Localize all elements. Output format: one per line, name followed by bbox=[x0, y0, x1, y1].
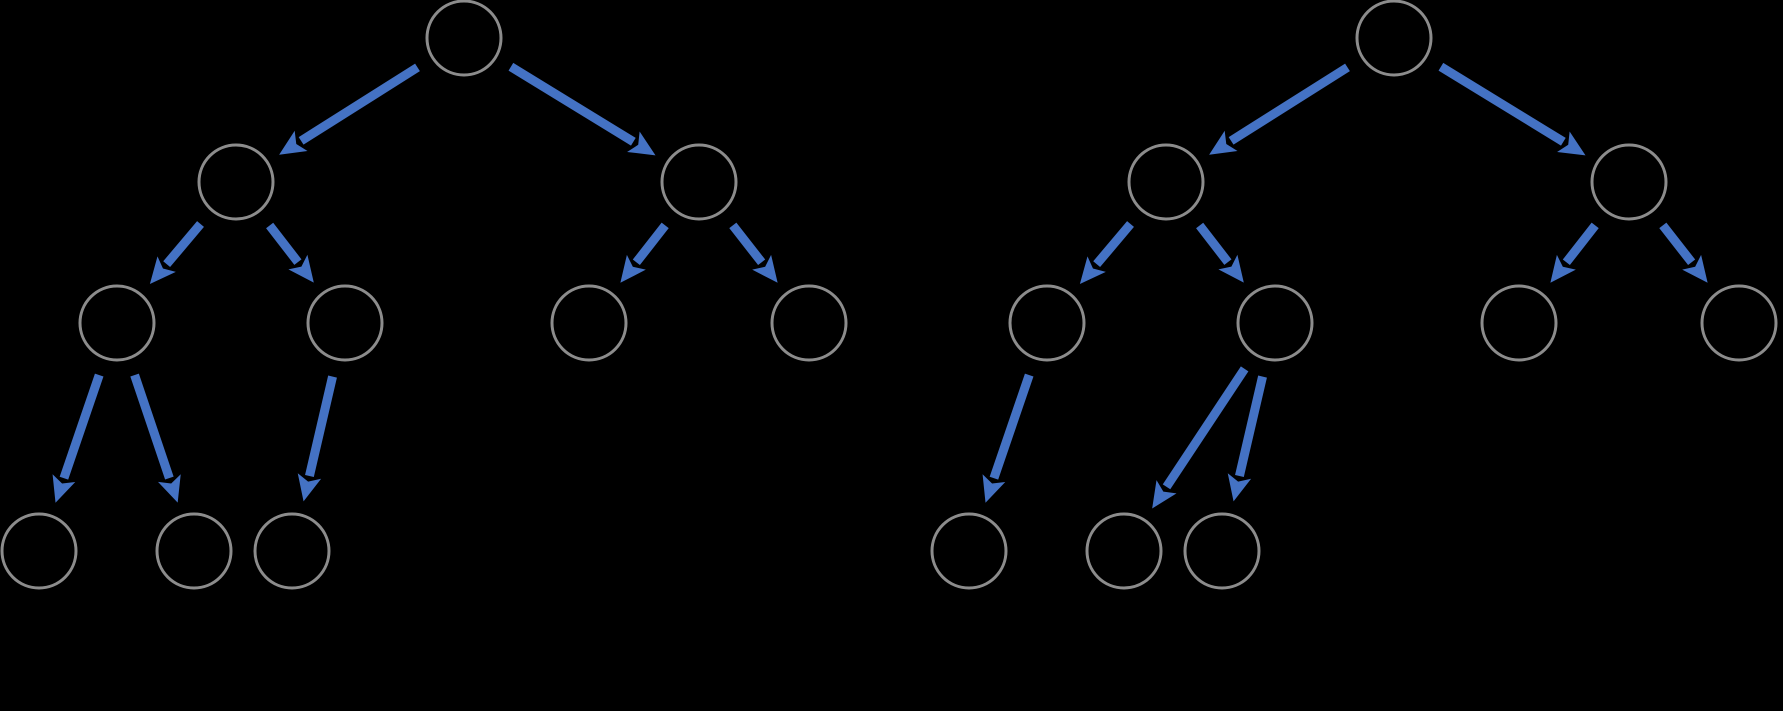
edge-shaft bbox=[130, 373, 174, 480]
tree-edge bbox=[266, 222, 314, 283]
tree-edge bbox=[1227, 375, 1267, 502]
edge-arrowhead bbox=[620, 254, 646, 283]
edge-arrowhead bbox=[627, 131, 656, 156]
tree-node[interactable] bbox=[155, 512, 233, 590]
edge-arrowhead bbox=[1557, 131, 1586, 156]
edge-shaft bbox=[1438, 62, 1566, 146]
tree-edge bbox=[1152, 366, 1249, 509]
tree-node[interactable] bbox=[0, 512, 78, 590]
edge-shaft bbox=[989, 373, 1034, 480]
edge-shaft bbox=[1659, 222, 1696, 266]
edge-shaft bbox=[1162, 366, 1249, 490]
edge-shaft bbox=[729, 222, 766, 266]
tree-node[interactable] bbox=[1590, 143, 1668, 221]
tree-edge bbox=[1196, 222, 1244, 283]
tree-node[interactable] bbox=[1700, 284, 1778, 362]
edge-arrowhead bbox=[1209, 130, 1238, 155]
edge-arrowhead bbox=[288, 254, 314, 283]
left-tree-nodes bbox=[0, 0, 848, 590]
tree-node[interactable] bbox=[425, 0, 503, 77]
edge-shaft bbox=[1228, 63, 1350, 145]
tree-node[interactable] bbox=[1008, 284, 1086, 362]
edge-arrowhead bbox=[297, 473, 322, 502]
tree-edge bbox=[1659, 222, 1708, 283]
tree-edge bbox=[297, 375, 337, 502]
tree-edge bbox=[1438, 62, 1586, 156]
tree-node[interactable] bbox=[930, 512, 1008, 590]
tree-node[interactable] bbox=[78, 284, 156, 362]
tree-node[interactable] bbox=[1127, 143, 1205, 221]
edge-arrowhead bbox=[1682, 254, 1708, 283]
edge-arrowhead bbox=[1227, 473, 1252, 502]
edge-shaft bbox=[1235, 375, 1267, 478]
edge-shaft bbox=[1196, 222, 1232, 265]
tree-edge bbox=[729, 222, 778, 283]
edge-arrowhead bbox=[982, 474, 1006, 503]
edge-arrowhead bbox=[1152, 480, 1177, 509]
edge-arrowhead bbox=[1079, 256, 1106, 285]
edge-shaft bbox=[1093, 221, 1134, 268]
tree-edge bbox=[279, 63, 420, 155]
edge-shaft bbox=[298, 63, 420, 145]
left-tree bbox=[0, 0, 848, 590]
tree-node[interactable] bbox=[253, 512, 331, 590]
edge-shaft bbox=[163, 221, 204, 268]
edge-shaft bbox=[632, 222, 669, 266]
tree-node[interactable] bbox=[306, 284, 384, 362]
edge-arrowhead bbox=[752, 254, 778, 283]
edge-shaft bbox=[1562, 222, 1599, 266]
edge-arrowhead bbox=[52, 474, 76, 503]
tree-node[interactable] bbox=[770, 284, 848, 362]
edge-shaft bbox=[266, 222, 302, 265]
tree-node[interactable] bbox=[1355, 0, 1433, 77]
tree-edge bbox=[1550, 222, 1599, 283]
left-tree-edges bbox=[52, 62, 778, 503]
tree-node[interactable] bbox=[1085, 512, 1163, 590]
tree-edge bbox=[620, 222, 669, 283]
edge-shaft bbox=[59, 373, 104, 480]
tree-edge bbox=[508, 62, 656, 156]
tree-node[interactable] bbox=[197, 143, 275, 221]
right-tree-edges bbox=[982, 62, 1708, 509]
edge-shaft bbox=[305, 375, 337, 478]
tree-node[interactable] bbox=[1183, 512, 1261, 590]
tree-node[interactable] bbox=[1236, 284, 1314, 362]
right-tree-nodes bbox=[930, 0, 1778, 590]
edge-arrowhead bbox=[1550, 254, 1576, 283]
tree-node[interactable] bbox=[550, 284, 628, 362]
tree-edge bbox=[1209, 63, 1350, 155]
tree-edge bbox=[149, 221, 204, 285]
edge-arrowhead bbox=[149, 256, 176, 285]
edge-shaft bbox=[508, 62, 636, 146]
tree-edge bbox=[52, 373, 104, 503]
tree-edge bbox=[130, 373, 181, 503]
tree-node[interactable] bbox=[660, 143, 738, 221]
edge-arrowhead bbox=[157, 474, 181, 503]
edge-arrowhead bbox=[1218, 254, 1244, 283]
tree-edge bbox=[1079, 221, 1134, 285]
tree-edge bbox=[982, 373, 1034, 503]
edge-arrowhead bbox=[279, 130, 308, 155]
tree-node[interactable] bbox=[1480, 284, 1558, 362]
right-tree bbox=[930, 0, 1778, 590]
